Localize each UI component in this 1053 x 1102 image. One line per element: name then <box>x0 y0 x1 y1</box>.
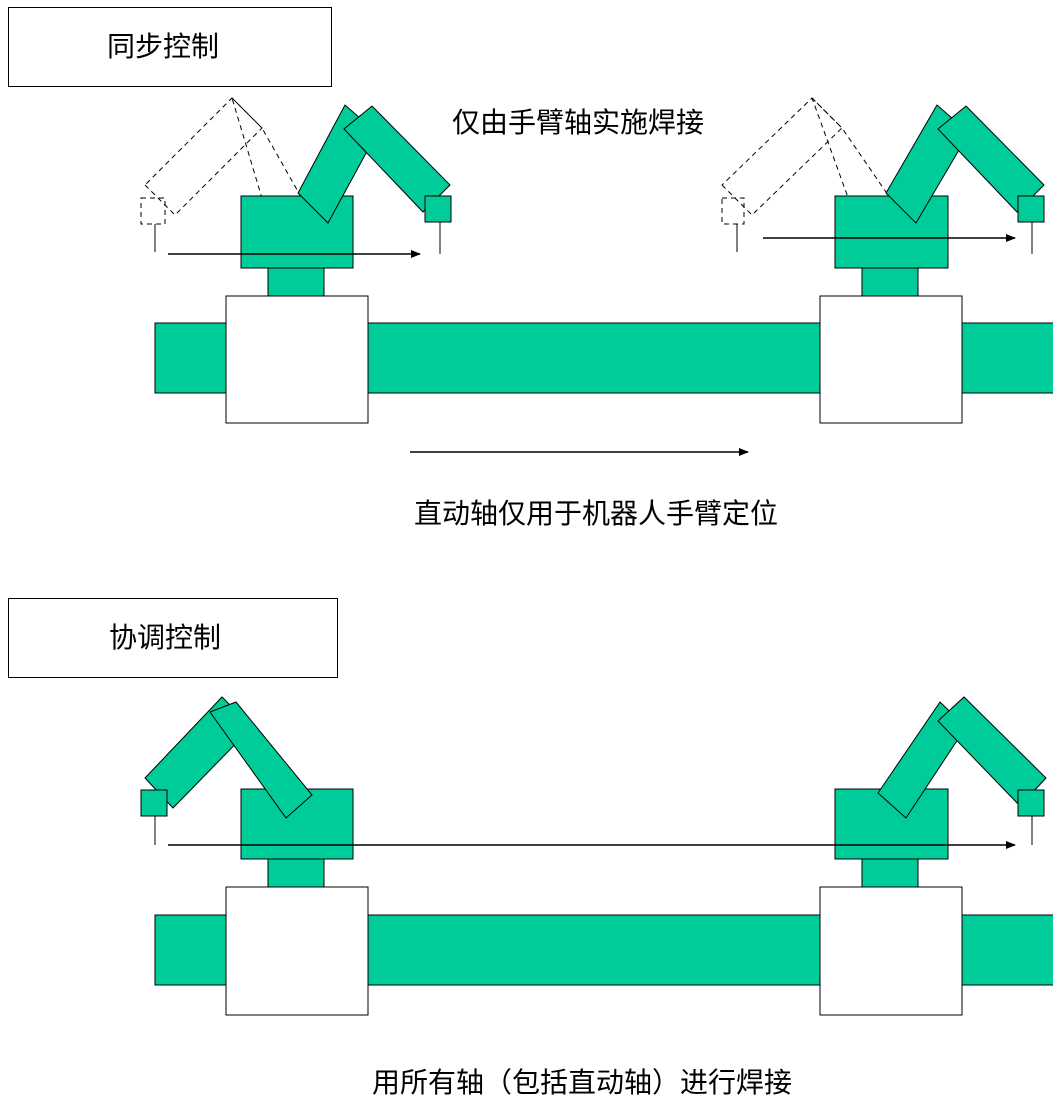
robot-neck <box>267 267 325 297</box>
robot-ghost-position <box>721 97 889 252</box>
caption-all-axes-welding: 用所有轴（包括直动轴）进行焊接 <box>372 1066 793 1099</box>
robot-neck <box>861 858 919 888</box>
robot-neck <box>861 267 919 297</box>
section-coordinated <box>140 696 1053 1016</box>
robot-base <box>834 195 949 269</box>
title-box-coordinated: 协调控制 <box>8 598 338 678</box>
robot-right <box>819 696 1047 1016</box>
title-box-synchronous: 同步控制 <box>8 7 332 87</box>
robot-tool <box>424 195 452 223</box>
carriage <box>819 886 963 1016</box>
robot-left <box>140 696 369 1016</box>
robot-arm-upper <box>343 105 451 213</box>
caption-arm-only-welding: 仅由手臂轴实施焊接 <box>452 106 705 139</box>
carriage <box>225 295 369 424</box>
robot-arm-upper <box>937 105 1045 213</box>
robot-tool <box>1017 195 1045 223</box>
section-title: 同步控制 <box>107 30 220 63</box>
carriage <box>225 886 369 1016</box>
carriage <box>819 295 963 424</box>
robot-neck <box>267 858 325 888</box>
robot-left <box>140 97 452 424</box>
caption-rail-positioning: 直动轴仅用于机器人手臂定位 <box>414 497 779 530</box>
robot-tool <box>140 789 168 817</box>
section-synchronous <box>140 97 1053 456</box>
robot-arm-upper <box>209 701 313 819</box>
robot-arm-upper <box>937 696 1047 807</box>
section-title: 协调控制 <box>109 621 222 654</box>
robot-tool <box>1017 789 1045 817</box>
robot-right <box>721 97 1045 424</box>
